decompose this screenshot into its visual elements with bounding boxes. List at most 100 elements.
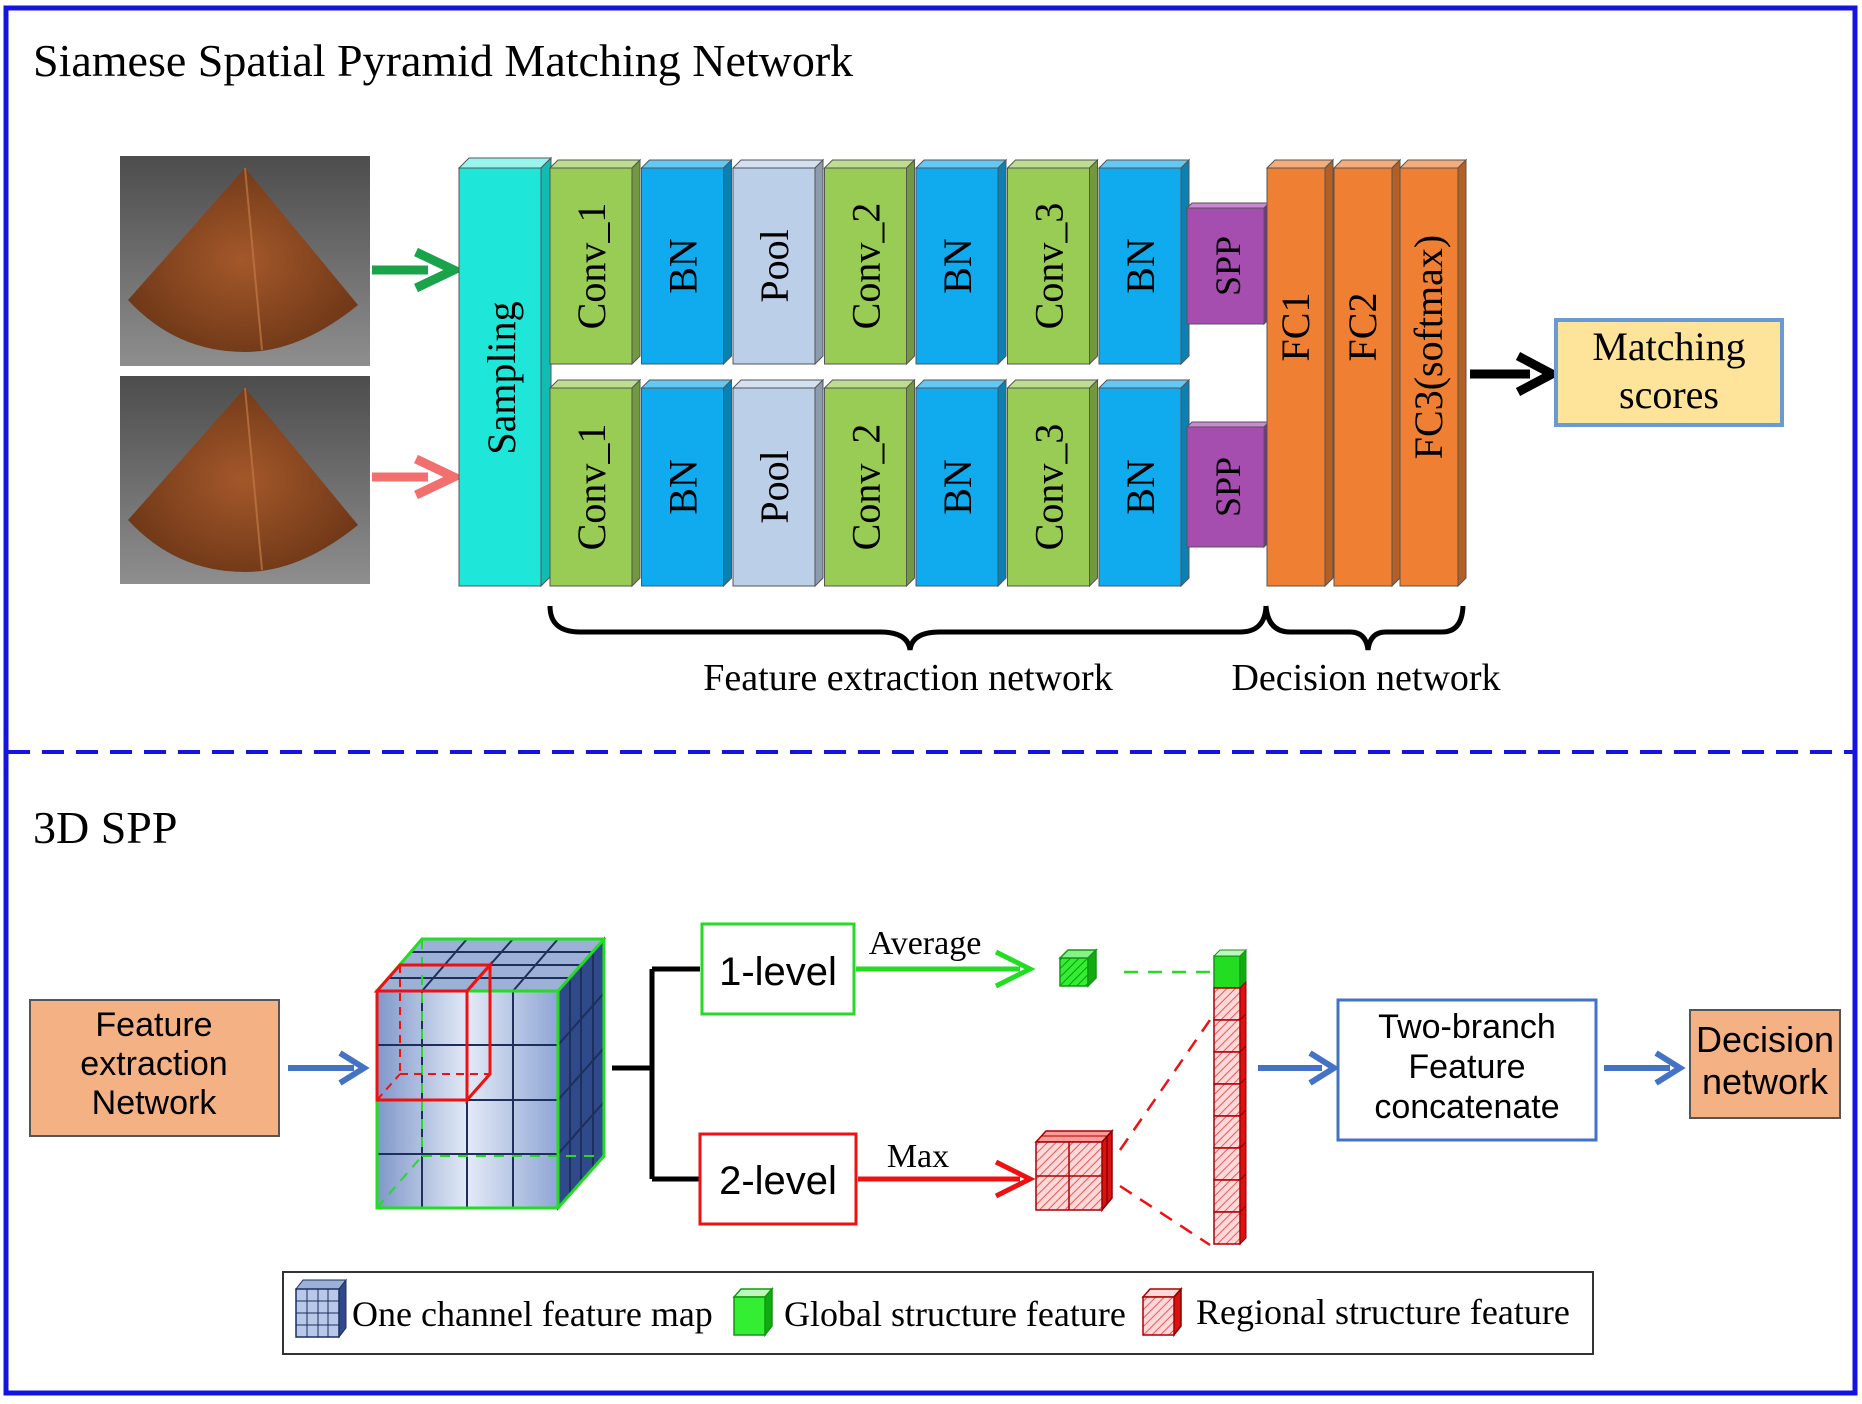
level1-box: 1-level <box>700 922 856 1016</box>
legend-item2: Global structure feature <box>784 1294 1126 1334</box>
feature-extraction-label: Feature extraction network <box>703 657 1112 699</box>
layer-top-3-pool: Pool <box>731 158 825 366</box>
arrow-to-cube-head <box>338 1050 370 1086</box>
sampling-label: Sampling <box>479 301 524 454</box>
fc-layer-3: FC3(softmax) <box>1398 158 1468 588</box>
layer-label-bottom-6: Conv_3 <box>1027 424 1072 551</box>
branch-bottom: Conv_1 BN Pool Conv_2 BN Conv_3 BN <box>548 378 1191 588</box>
arrow-to-decision-head <box>1654 1050 1686 1086</box>
matching-scores-box: Matching scores <box>1554 318 1784 427</box>
concat-box: Two-branch Feature concatenate <box>1336 998 1598 1142</box>
regional-connector-top <box>1118 1019 1212 1151</box>
layer-label-top-3: Pool <box>752 229 797 302</box>
legend-feature-map-icon <box>294 1278 348 1339</box>
decision-network-label: Decision network <box>1231 657 1500 699</box>
arrow-to-concat-head <box>1308 1050 1340 1086</box>
legend-item1: One channel feature map <box>352 1294 713 1334</box>
output-arrow-head <box>1515 352 1562 396</box>
feature-cell-regional-3 <box>1213 1044 1247 1086</box>
layer-label-top-1: Conv_1 <box>569 203 614 330</box>
level1-op-label: Average <box>869 925 982 962</box>
feature-cell-regional-7 <box>1213 1172 1247 1214</box>
fc-layer-2: FC2 <box>1332 158 1402 588</box>
layer-top-5-bn: BN <box>914 158 1008 366</box>
decision-network-box: Decision network <box>1689 1009 1841 1119</box>
feature-cell-regional-2 <box>1213 1012 1247 1054</box>
bottom-panel-title: 3D SPP <box>33 802 177 853</box>
layer-label-bottom-2: BN <box>661 459 706 515</box>
matching-scores-line1: Matching <box>1592 324 1745 369</box>
input-box-line3: Network <box>92 1084 218 1122</box>
branch-top: Conv_1 BN Pool Conv_2 BN Conv_3 BN <box>548 158 1191 366</box>
layer-label-bottom-4: Conv_2 <box>844 424 889 551</box>
layer-top-7-bn: BN <box>1097 158 1191 366</box>
feature-map-cube <box>373 936 607 1211</box>
top-panel-title: Siamese Spatial Pyramid Matching Network <box>33 35 853 86</box>
outer-frame <box>3 5 1858 1396</box>
layer-label-bottom-3: Pool <box>752 450 797 523</box>
spp-block-top: SPP <box>1185 201 1271 326</box>
level2-arrow-head <box>994 1159 1036 1199</box>
layer-top-2-bn: BN <box>640 158 733 366</box>
spp-label-top: SPP <box>1208 236 1248 296</box>
layer-top-1-conv1: Conv_1 <box>548 158 642 366</box>
layer-bottom-2-bn: BN <box>640 378 733 588</box>
input-box-line2: extraction <box>80 1045 227 1083</box>
legend-regional-icon <box>1141 1287 1183 1338</box>
layer-label-top-4: Conv_2 <box>844 203 889 330</box>
level1-label: 1-level <box>719 950 837 994</box>
feature-extraction-input-box: Feature extraction Network <box>29 999 280 1137</box>
legend-global-icon <box>732 1287 774 1338</box>
legend-item3: Regional structure feature <box>1196 1292 1570 1332</box>
fc-label-2: FC2 <box>1340 293 1385 362</box>
input-arrow-top-head <box>414 247 465 293</box>
layer-label-top-2: BN <box>661 238 706 294</box>
layer-label-top-7: BN <box>1118 238 1163 294</box>
layer-label-bottom-1: Conv_1 <box>569 424 614 551</box>
feature-cell-regional-5 <box>1213 1108 1247 1150</box>
global-feature-cube <box>1058 948 1098 988</box>
level1-arrow-head <box>994 949 1036 989</box>
layer-label-bottom-5: BN <box>935 459 980 515</box>
feature-cell-regional-6 <box>1213 1140 1247 1182</box>
sampling-block: Sampling <box>457 156 553 588</box>
fork-connector <box>612 966 700 1182</box>
fc-label-3: FC3(softmax) <box>1406 235 1451 459</box>
level2-op-label: Max <box>887 1138 949 1175</box>
layer-bottom-3-pool: Pool <box>731 378 825 588</box>
level2-box: 2-level <box>698 1132 858 1226</box>
layer-top-6-conv3: Conv_3 <box>1006 158 1099 366</box>
concat-line1: Two-branch <box>1378 1008 1556 1046</box>
concat-line2: Feature <box>1408 1048 1525 1086</box>
feature-cell-regional-8 <box>1213 1204 1247 1246</box>
input-image-top <box>120 156 370 366</box>
layer-bottom-7-bn: BN <box>1097 378 1191 588</box>
layer-label-bottom-7: BN <box>1118 459 1163 515</box>
fc-layer-1: FC1 <box>1265 158 1335 588</box>
regional-connector-bottom <box>1119 1184 1211 1247</box>
decision-line2: network <box>1702 1061 1829 1102</box>
matching-scores-line2: scores <box>1619 372 1719 417</box>
regional-feature-cube <box>1034 1129 1114 1213</box>
layer-bottom-6-conv3: Conv_3 <box>1006 378 1099 588</box>
feature-cell-global <box>1212 948 1248 990</box>
feature-cell-regional-4 <box>1213 1076 1247 1118</box>
level2-label: 2-level <box>719 1159 837 1203</box>
layer-top-4-conv2: Conv_2 <box>823 158 916 366</box>
input-image-bottom <box>120 376 370 584</box>
feature-column <box>1212 948 1248 1246</box>
layer-bottom-4-conv2: Conv_2 <box>823 378 916 588</box>
layer-label-top-5: BN <box>935 238 980 294</box>
legend: One channel feature map Global structure… <box>282 1271 1594 1355</box>
concat-line3: concatenate <box>1374 1088 1559 1126</box>
input-arrow-bottom-head <box>414 454 465 500</box>
layer-bottom-5-bn: BN <box>914 378 1008 588</box>
decision-line1: Decision <box>1696 1019 1834 1060</box>
fc-layers: FC1 FC2 FC3(softmax) <box>1265 158 1468 588</box>
spp-label-bottom: SPP <box>1208 457 1248 517</box>
fc-label-1: FC1 <box>1273 293 1318 362</box>
spp-block-bottom: SPP <box>1185 420 1271 549</box>
feature-extraction-brace <box>547 605 1269 651</box>
